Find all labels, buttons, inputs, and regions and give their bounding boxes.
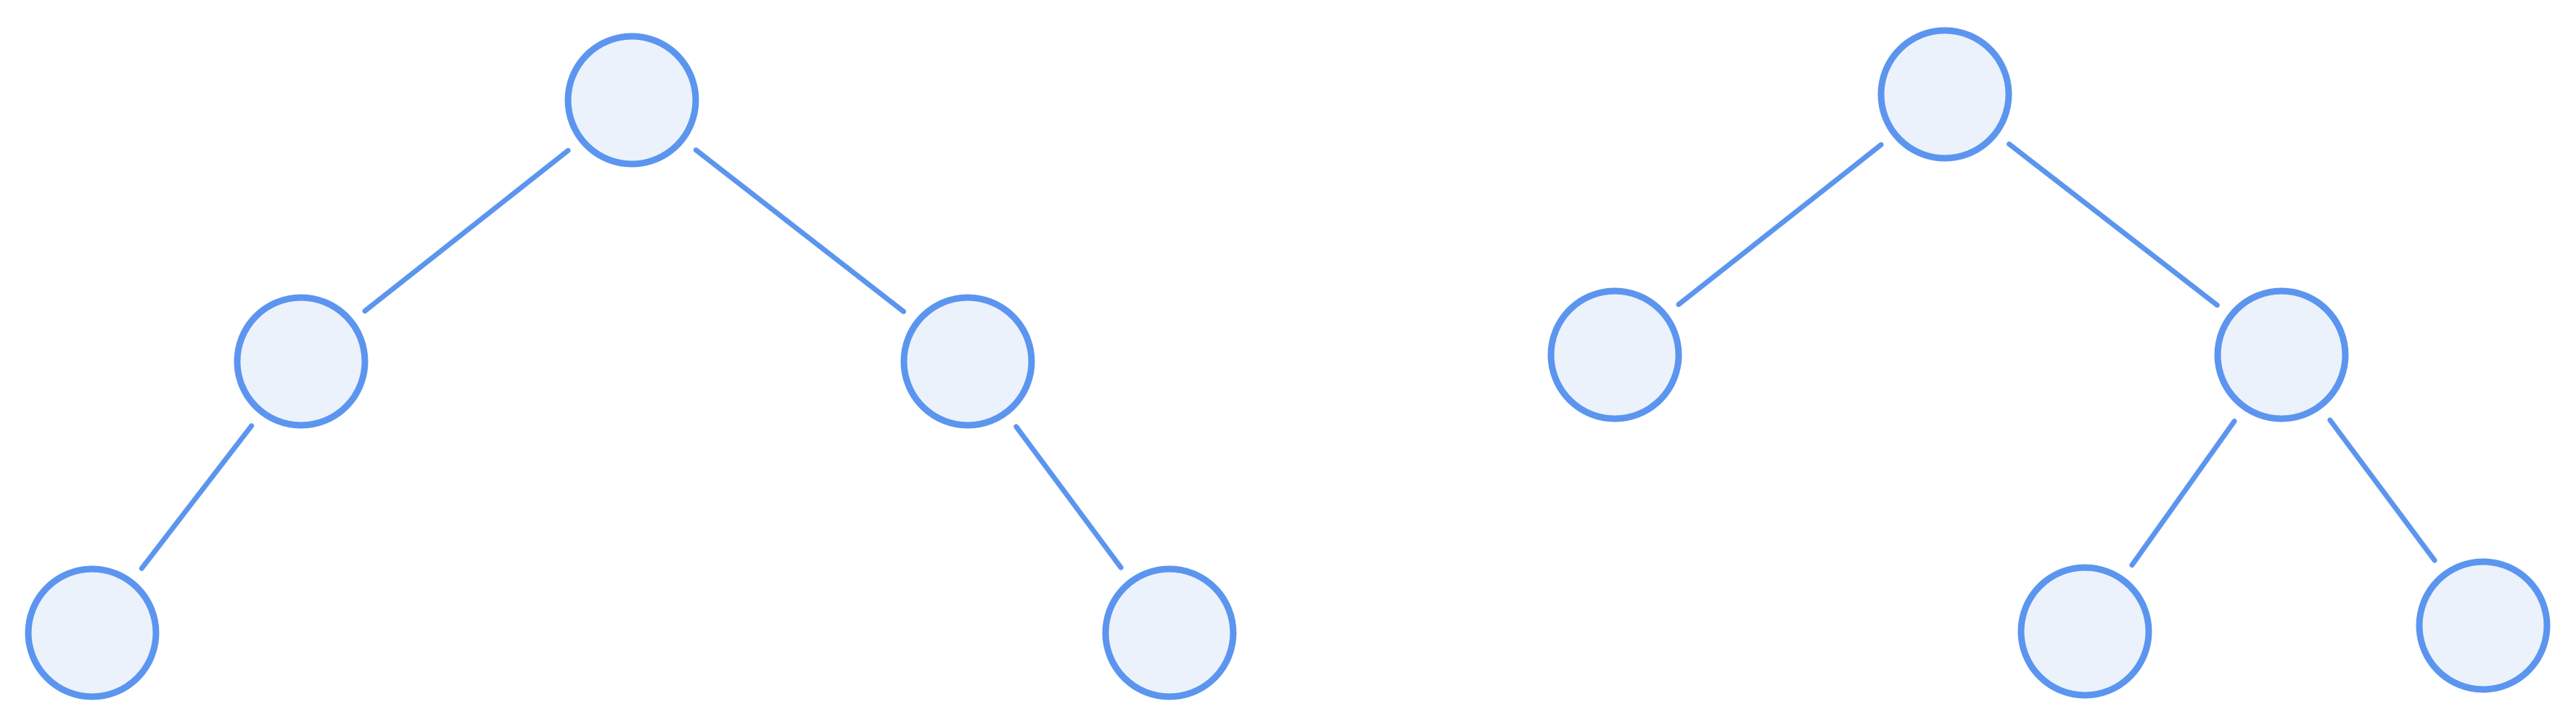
edge-root-to-right-child [2007,142,2220,308]
node-root [564,33,699,168]
tree-right [1547,27,2551,699]
node-right-grandchild [1102,565,1237,700]
edge-right-child-to-right-grandchild [1013,424,1124,570]
node-right-left-grandchild [2017,564,2152,699]
node-right-child [2214,287,2349,422]
edge-root-to-right-child [693,147,907,314]
edge-right-child-to-right-right-grandchild [2327,417,2437,563]
node-right-right-grandchild [2416,558,2551,693]
node-right-child [900,294,1035,429]
edge-root-to-left-child [1676,142,1884,308]
edge-root-to-left-child [362,147,571,314]
edge-left-child-to-left-grandchild [139,423,255,571]
edge-right-child-to-right-left-grandchild [2129,418,2237,568]
node-left-child [1547,287,1682,422]
tree-left [25,33,1237,700]
node-left-grandchild [25,565,160,700]
node-root [1877,27,2012,162]
node-left-child [234,294,369,429]
